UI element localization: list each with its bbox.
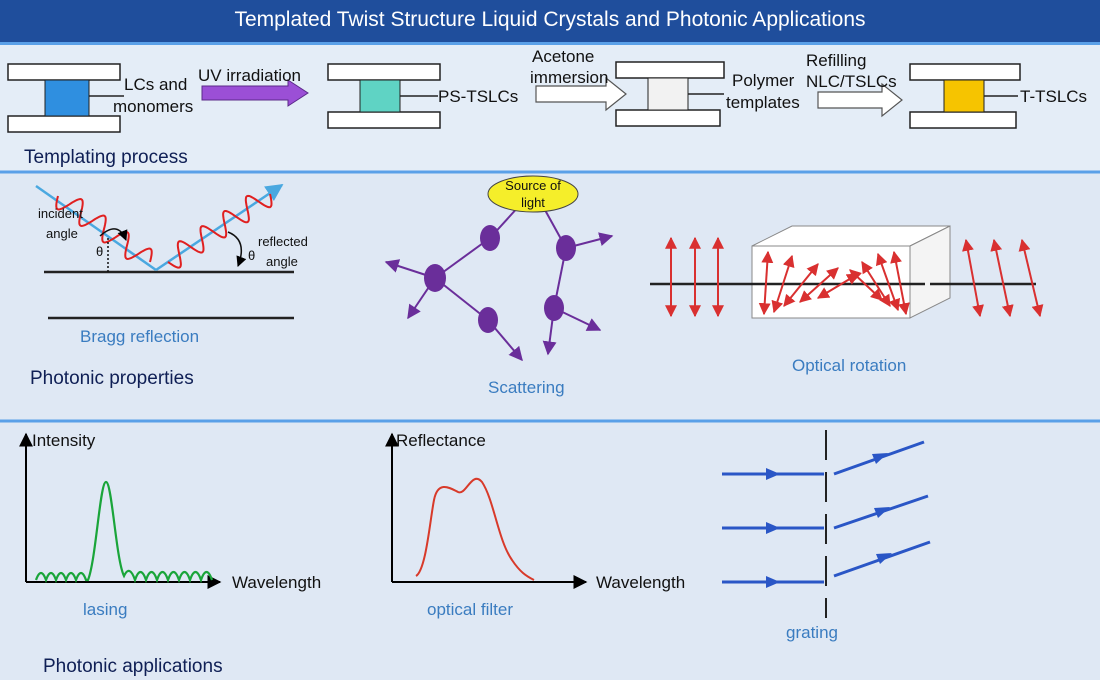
lasing-plot bbox=[19, 432, 222, 589]
acetone-arrow bbox=[535, 76, 627, 112]
filter-plot bbox=[385, 432, 588, 589]
cell-polymer-templates bbox=[615, 61, 725, 127]
reflectance-curve bbox=[415, 478, 535, 581]
optical-rotation-diagram bbox=[650, 225, 1044, 319]
grating-diagram bbox=[722, 430, 931, 618]
cell-lcs-monomers bbox=[7, 63, 124, 133]
cell-3-label-line2: templates bbox=[726, 93, 800, 112]
templating-section-label: Templating process bbox=[24, 147, 188, 168]
light-source-line2: light bbox=[521, 195, 545, 210]
step-3-label-line1: Refilling bbox=[806, 51, 866, 70]
lasing-y-axis-label: Intensity bbox=[32, 431, 96, 450]
filter-x-axis-label: Wavelength bbox=[596, 573, 685, 592]
bragg-reflection-diagram bbox=[35, 183, 294, 320]
scattering-caption: Scattering bbox=[488, 378, 565, 397]
filter-y-axis-label: Reflectance bbox=[396, 431, 486, 450]
scattering-diagram bbox=[384, 175, 614, 362]
bragg-caption: Bragg reflection bbox=[80, 327, 199, 346]
page-title: Templated Twist Structure Liquid Crystal… bbox=[0, 0, 1100, 45]
cell-1-label-line1: LCs and bbox=[124, 75, 187, 94]
reflected-angle-line2: angle bbox=[266, 254, 298, 269]
lasing-caption: lasing bbox=[83, 600, 127, 619]
cell-3-label-line1: Polymer bbox=[732, 71, 795, 90]
step-1-label: UV irradiation bbox=[198, 66, 301, 85]
step-2-label-line2: immersion bbox=[530, 68, 608, 87]
lasing-spectrum bbox=[34, 480, 214, 584]
filter-caption: optical filter bbox=[427, 600, 513, 619]
theta-incident: θ bbox=[96, 244, 103, 259]
uv-irradiation-arrow bbox=[201, 79, 309, 107]
step-2-label-line1: Acetone bbox=[532, 47, 594, 66]
cell-2-label: PS-TSLCs bbox=[438, 87, 518, 106]
reflected-angle-line1: reflected bbox=[258, 234, 308, 249]
lasing-x-axis-label: Wavelength bbox=[232, 573, 321, 592]
cell-ps-tslcs bbox=[327, 63, 441, 129]
incident-angle-line2: angle bbox=[46, 226, 78, 241]
refilling-arrow bbox=[817, 82, 903, 118]
applications-section-label: Photonic applications bbox=[43, 656, 223, 677]
cell-4-label: T-TSLCs bbox=[1020, 87, 1087, 106]
properties-section-label: Photonic properties bbox=[30, 368, 194, 389]
theta-reflected: θ bbox=[248, 248, 255, 263]
light-source-line1: Source of bbox=[505, 178, 561, 193]
incident-wave bbox=[55, 195, 153, 263]
grating-caption: grating bbox=[786, 623, 838, 642]
incident-angle-line1: incident bbox=[38, 206, 83, 221]
cell-t-tslcs bbox=[909, 63, 1021, 129]
rotation-caption: Optical rotation bbox=[792, 356, 906, 375]
reflected-wave bbox=[167, 193, 273, 269]
cell-1-label-line2: monomers bbox=[113, 97, 193, 116]
step-3-label-line2: NLC/TSLCs bbox=[806, 72, 897, 91]
